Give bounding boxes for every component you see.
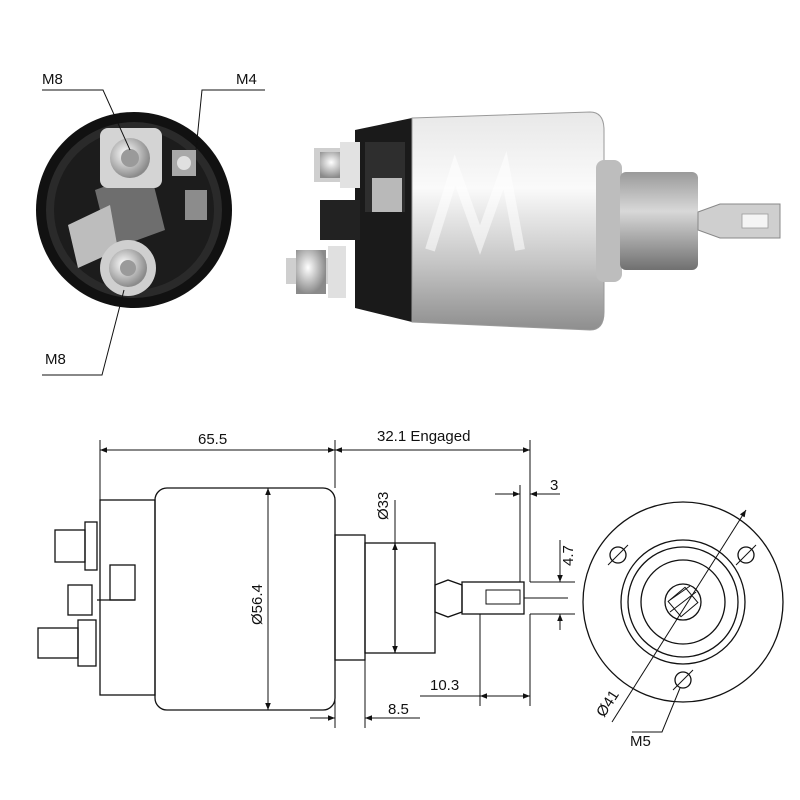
terminal-top-photo bbox=[100, 128, 162, 188]
dim-mount-thread: M5 bbox=[630, 733, 651, 750]
front-photo bbox=[36, 112, 232, 308]
label-terminal-top: M8 bbox=[42, 71, 63, 88]
dim-nose-diameter: Ø33 bbox=[375, 492, 392, 520]
dim-bolt-circle: Ø41 bbox=[593, 687, 623, 720]
stud-top-photo bbox=[314, 142, 360, 188]
label-terminal-bottom: M8 bbox=[45, 351, 66, 368]
terminal-bottom-photo bbox=[100, 240, 156, 296]
dim-body-length: 65.5 bbox=[198, 431, 227, 448]
label-terminal-small: M4 bbox=[236, 71, 257, 88]
dim-nose-length: 8.5 bbox=[388, 701, 409, 718]
dim-tab-width: 3 bbox=[550, 477, 558, 494]
end-drawing: Ø41 M5 bbox=[582, 501, 784, 750]
terminal-small-photo bbox=[172, 150, 207, 220]
dim-tab-height: 4.7 bbox=[560, 545, 577, 566]
dim-plunger-travel: 32.1 Engaged bbox=[377, 428, 470, 445]
side-drawing: 65.5 32.1 Engaged 3 4.7 Ø33 Ø56.4 10.3 bbox=[37, 428, 577, 728]
stud-bottom-photo bbox=[286, 246, 346, 298]
dim-body-diameter: Ø56.4 bbox=[249, 584, 266, 625]
side-photo bbox=[286, 111, 781, 331]
watermark-logo bbox=[425, 150, 525, 255]
front-photo-labels: M8 M4 M8 bbox=[42, 71, 265, 376]
dim-tab-length: 10.3 bbox=[430, 677, 459, 694]
